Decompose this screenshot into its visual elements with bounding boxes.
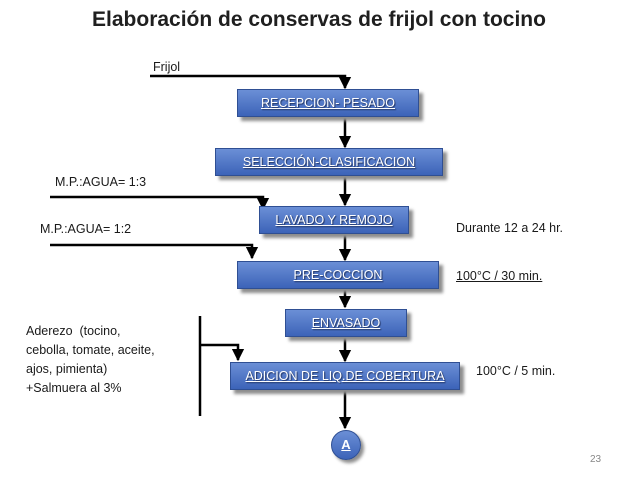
aderezo-line-2: cebolla, tomate, aceite, — [26, 343, 155, 357]
step-pre-coccion: PRE-COCCION — [237, 261, 439, 289]
step-envasado: ENVASADO — [285, 309, 407, 337]
step-lavado-remojo: LAVADO Y REMOJO — [259, 206, 409, 234]
arrow-mp-agua-2 — [50, 243, 259, 260]
note-precoccion: 100°C / 30 min. — [456, 269, 543, 283]
input-mp-agua-2-label: M.P.:AGUA= 1:2 — [40, 222, 132, 236]
arrow-frijol — [150, 74, 352, 90]
aderezo-line-3: ajos, pimienta) — [26, 362, 108, 376]
note-lavado: Durante 12 a 24 hr. — [456, 221, 564, 235]
page-number: 23 — [590, 454, 602, 465]
page-title: Elaboración de conservas de frijol con t… — [92, 8, 546, 31]
input-frijol-label: Frijol — [153, 60, 181, 74]
aderezo-line-4: +Salmuera al 3% — [26, 381, 122, 395]
aderezo-line-1: Aderezo (tocino, — [26, 324, 121, 338]
arrow-aderezo — [200, 343, 245, 362]
connector-a: A — [331, 430, 361, 460]
note-cobertura: 100°C / 5 min. — [476, 364, 556, 378]
aderezo-text: Aderezo (tocino, cebolla, tomate, aceite… — [26, 322, 155, 398]
input-mp-agua-1-label: M.P.:AGUA= 1:3 — [55, 175, 147, 189]
arrow-mp-agua-1 — [50, 195, 270, 211]
step-recepcion-pesado: RECEPCION- PESADO — [237, 89, 419, 117]
step-adicion-cobertura: ADICION DE LIQ.DE COBERTURA — [230, 362, 460, 390]
step-seleccion-clasificacion: SELECCIÓN-CLASIFICACION — [215, 148, 443, 176]
